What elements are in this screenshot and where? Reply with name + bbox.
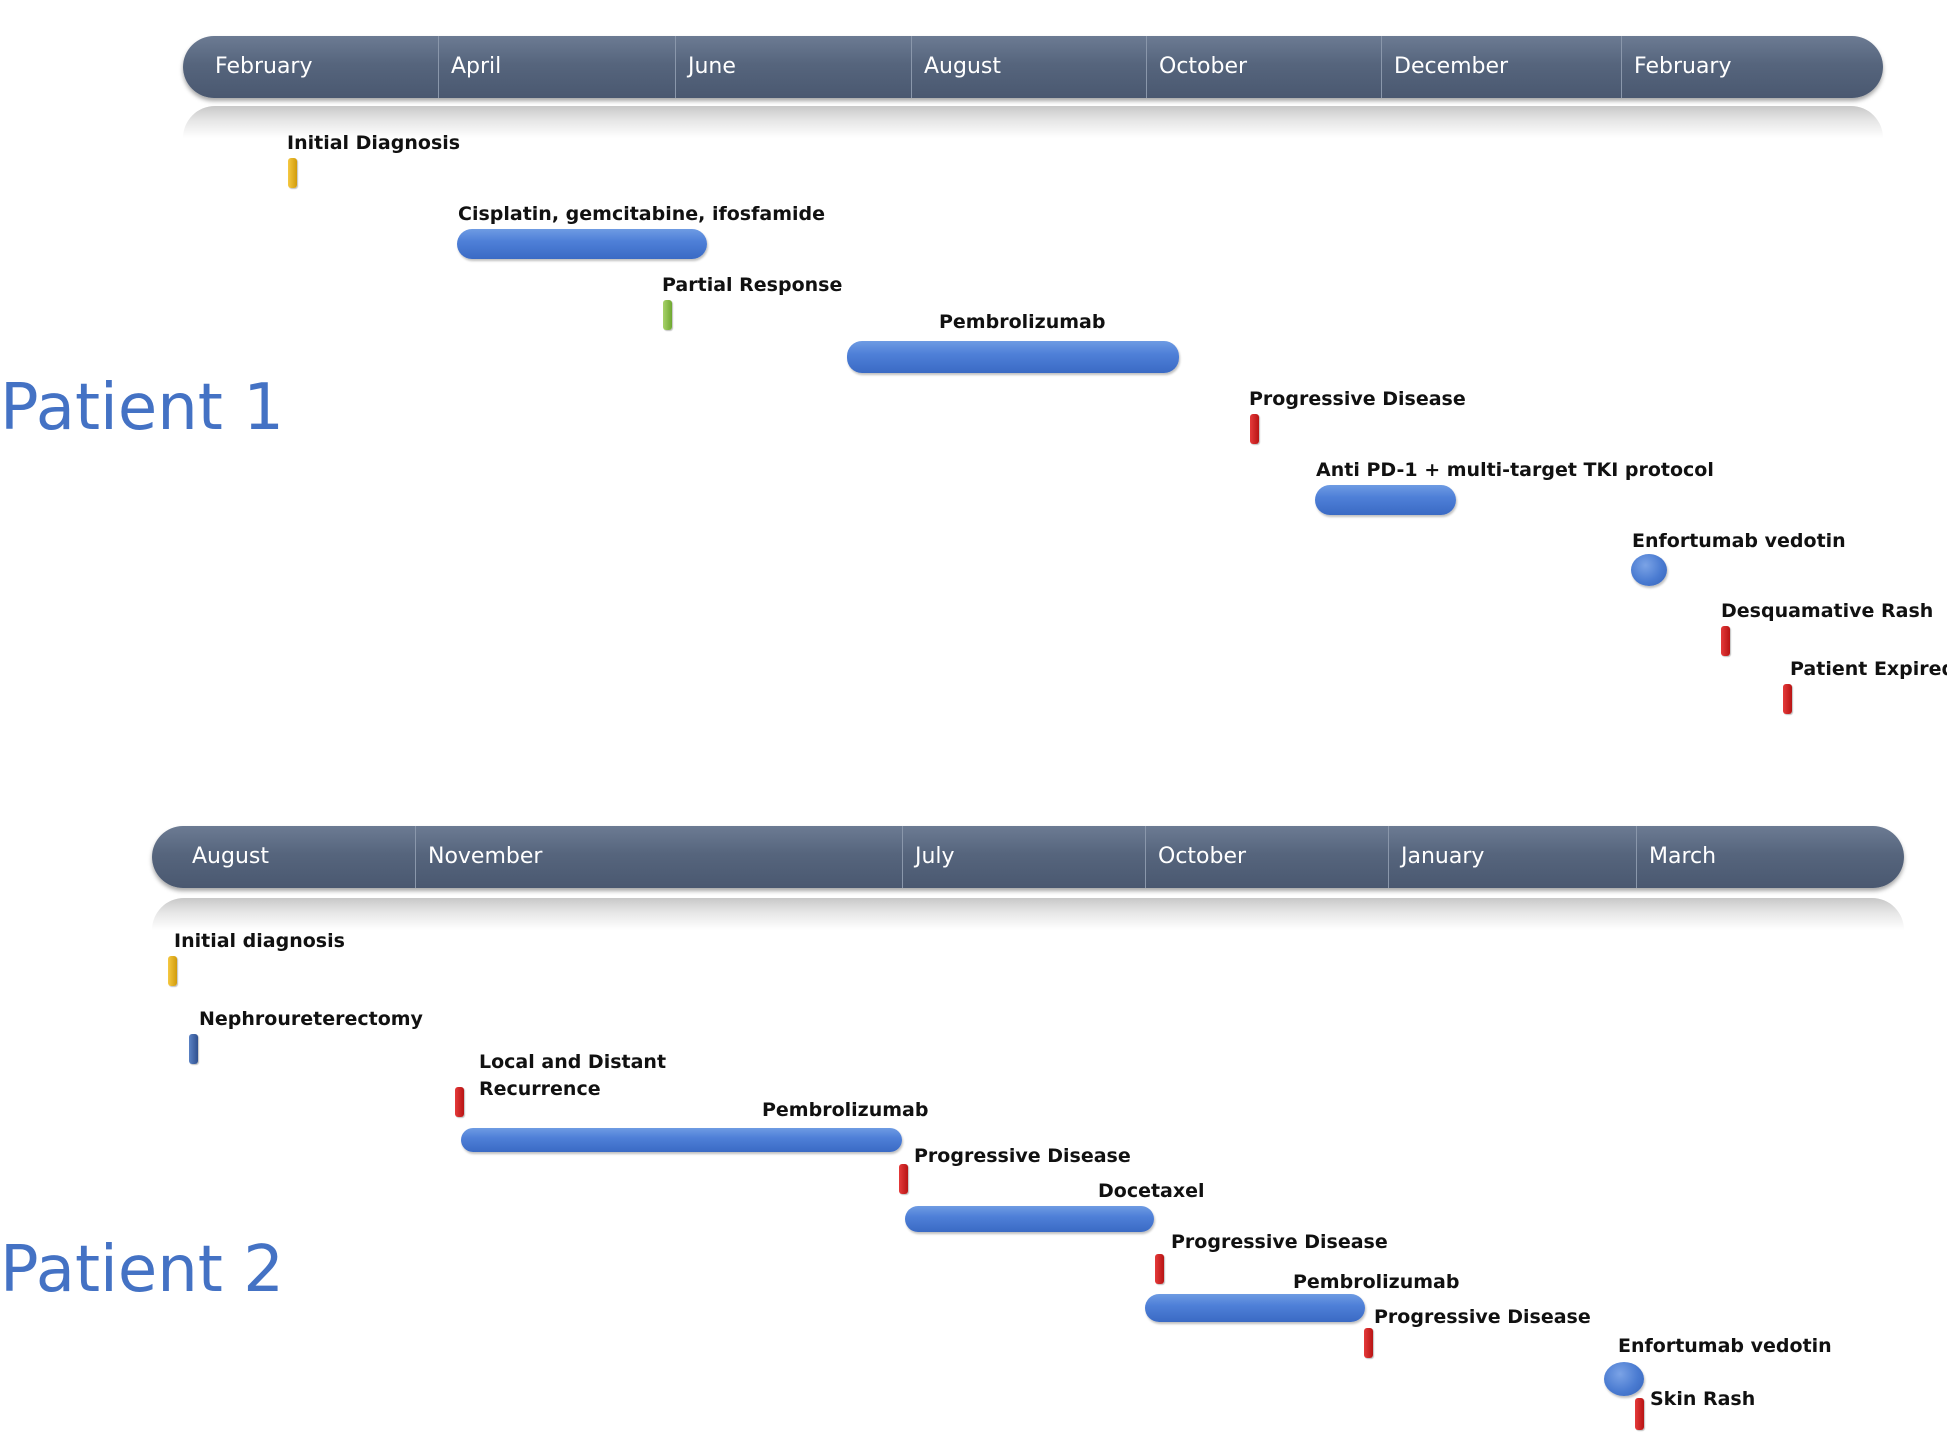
event-label: Cisplatin, gemcitabine, ifosfamide <box>458 203 826 225</box>
treatment-bar-icon <box>1145 1294 1365 1322</box>
patient-1-axis-reflection <box>183 106 1883 138</box>
event-label: Desquamative Rash <box>1721 600 1934 622</box>
event-label: Enfortumab vedotin <box>1632 530 1846 552</box>
treatment-bar-icon <box>457 229 707 259</box>
event-label: Pembrolizumab <box>1293 1271 1460 1293</box>
patient-2-axis-reflection <box>152 898 1904 930</box>
patient-2-label: Patient 2 <box>0 1233 284 1307</box>
event-label: Docetaxel <box>1098 1180 1205 1202</box>
treatment-bar-icon <box>1315 485 1456 515</box>
patient-1-month-axis: February April June August October Decem… <box>183 36 1883 98</box>
adverse-event-marker-icon <box>1721 626 1730 656</box>
event-label: Nephroureterectomy <box>199 1008 423 1030</box>
recurrence-marker-icon <box>455 1087 464 1117</box>
month-label: March <box>1636 826 1716 888</box>
month-label: January <box>1388 826 1484 888</box>
treatment-bar-icon <box>905 1206 1154 1232</box>
month-label: December <box>1381 36 1508 98</box>
death-marker-icon <box>1783 684 1792 714</box>
event-label: Progressive Disease <box>1249 388 1466 410</box>
patient-1-label: Patient 1 <box>0 371 284 445</box>
response-marker-icon <box>663 300 672 330</box>
treatment-dot-icon <box>1604 1362 1644 1396</box>
month-label: July <box>902 826 955 888</box>
month-label: June <box>675 36 736 98</box>
event-label: Partial Response <box>662 274 843 296</box>
treatment-bar-icon <box>847 341 1179 373</box>
treatment-dot-icon <box>1631 554 1667 586</box>
month-label: April <box>438 36 501 98</box>
event-label: Progressive Disease <box>1171 1231 1388 1253</box>
progression-marker-icon <box>899 1164 908 1194</box>
event-label: Initial Diagnosis <box>287 132 461 154</box>
diagnosis-marker-icon <box>168 956 177 986</box>
event-label: Skin Rash <box>1650 1388 1756 1410</box>
progression-marker-icon <box>1155 1254 1164 1284</box>
month-label: August <box>911 36 1001 98</box>
progression-marker-icon <box>1364 1328 1373 1358</box>
event-label: Patient Expired <box>1790 658 1947 680</box>
event-label: Local and Distant Recurrence <box>479 1051 667 1100</box>
month-label: October <box>1146 36 1247 98</box>
event-label: Progressive Disease <box>914 1145 1131 1167</box>
event-label: Progressive Disease <box>1374 1306 1591 1328</box>
surgery-marker-icon <box>189 1034 198 1064</box>
month-label: August <box>192 844 269 869</box>
event-label: Pembrolizumab <box>762 1099 929 1121</box>
month-label: November <box>415 826 542 888</box>
event-label: Initial diagnosis <box>174 930 345 952</box>
event-label: Pembrolizumab <box>939 311 1106 333</box>
progression-marker-icon <box>1250 414 1259 444</box>
month-label: October <box>1145 826 1246 888</box>
month-label: February <box>1621 36 1732 98</box>
patient-2-month-axis: August November July October January Mar… <box>152 826 1904 888</box>
event-label: Anti PD-1 + multi-target TKI protocol <box>1316 459 1714 481</box>
adverse-event-marker-icon <box>1635 1398 1644 1430</box>
diagnosis-marker-icon <box>288 158 297 188</box>
month-label: February <box>215 54 313 79</box>
treatment-bar-icon <box>461 1128 902 1152</box>
event-label: Enfortumab vedotin <box>1618 1335 1832 1357</box>
